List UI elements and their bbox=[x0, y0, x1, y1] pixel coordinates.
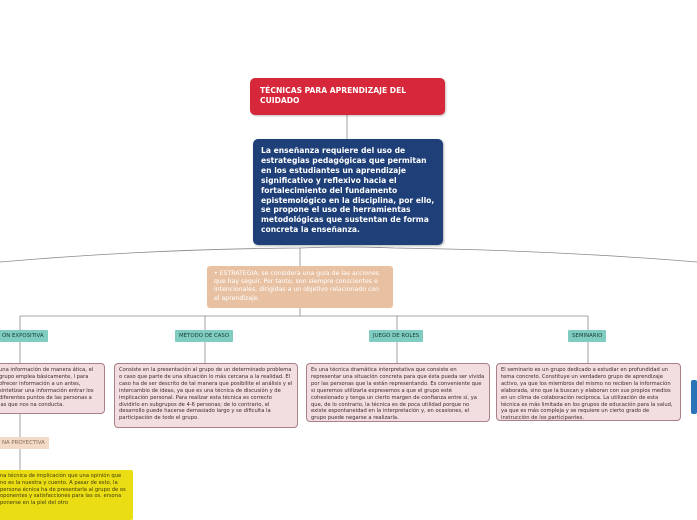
desc-text: El seminario es un grupo dedicado a estu… bbox=[501, 367, 673, 421]
title-text: TÉCNICAS PARA APRENDIZAJE DEL CUIDADO bbox=[260, 86, 407, 105]
strategy-node[interactable]: • ESTRATEGIA: se considera una guía de l… bbox=[207, 266, 393, 308]
offscreen-node[interactable] bbox=[691, 380, 697, 414]
label-text: NA PROYECTIVA bbox=[2, 440, 45, 446]
label-exposicion-expositiva[interactable]: ÓN EXPOSITIVA bbox=[0, 330, 48, 342]
label-text: JUEGO DE ROLES bbox=[373, 333, 420, 339]
desc-metodo-de-caso[interactable]: Consiste en la presentación al grupo de … bbox=[114, 363, 298, 428]
main-topic-node[interactable]: La enseñanza requiere del uso de estrate… bbox=[253, 139, 443, 245]
main-topic-text: La enseñanza requiere del uso de estrate… bbox=[261, 146, 435, 235]
desc-seminario[interactable]: El seminario es un grupo dedicado a estu… bbox=[496, 363, 681, 421]
desc-tecnica-proyectiva[interactable]: na técnica de implicación que una opinió… bbox=[0, 470, 133, 520]
label-seminario[interactable]: SEMINARIO bbox=[568, 330, 607, 342]
desc-juego-de-roles[interactable]: Es una técnica dramática interpretativa … bbox=[306, 363, 490, 422]
desc-text: una información de manera ática, el grup… bbox=[0, 367, 94, 408]
label-metodo-de-caso[interactable]: MÉTODO DE CASO bbox=[175, 330, 234, 342]
label-text: ÓN EXPOSITIVA bbox=[2, 333, 44, 339]
title-node[interactable]: TÉCNICAS PARA APRENDIZAJE DEL CUIDADO bbox=[250, 78, 445, 115]
label-text: MÉTODO DE CASO bbox=[179, 333, 230, 339]
label-text: SEMINARIO bbox=[572, 333, 603, 339]
label-tecnica-proyectiva[interactable]: NA PROYECTIVA bbox=[0, 437, 49, 449]
desc-text: Consiste en la presentación al grupo de … bbox=[119, 367, 293, 422]
desc-exposicion-expositiva[interactable]: una información de manera ática, el grup… bbox=[0, 363, 105, 414]
desc-text: na técnica de implicación que una opinió… bbox=[0, 473, 126, 507]
strategy-text: • ESTRATEGIA: se considera una guía de l… bbox=[214, 270, 380, 302]
desc-text: Es una técnica dramática interpretativa … bbox=[311, 367, 485, 422]
label-juego-de-roles[interactable]: JUEGO DE ROLES bbox=[369, 330, 424, 342]
